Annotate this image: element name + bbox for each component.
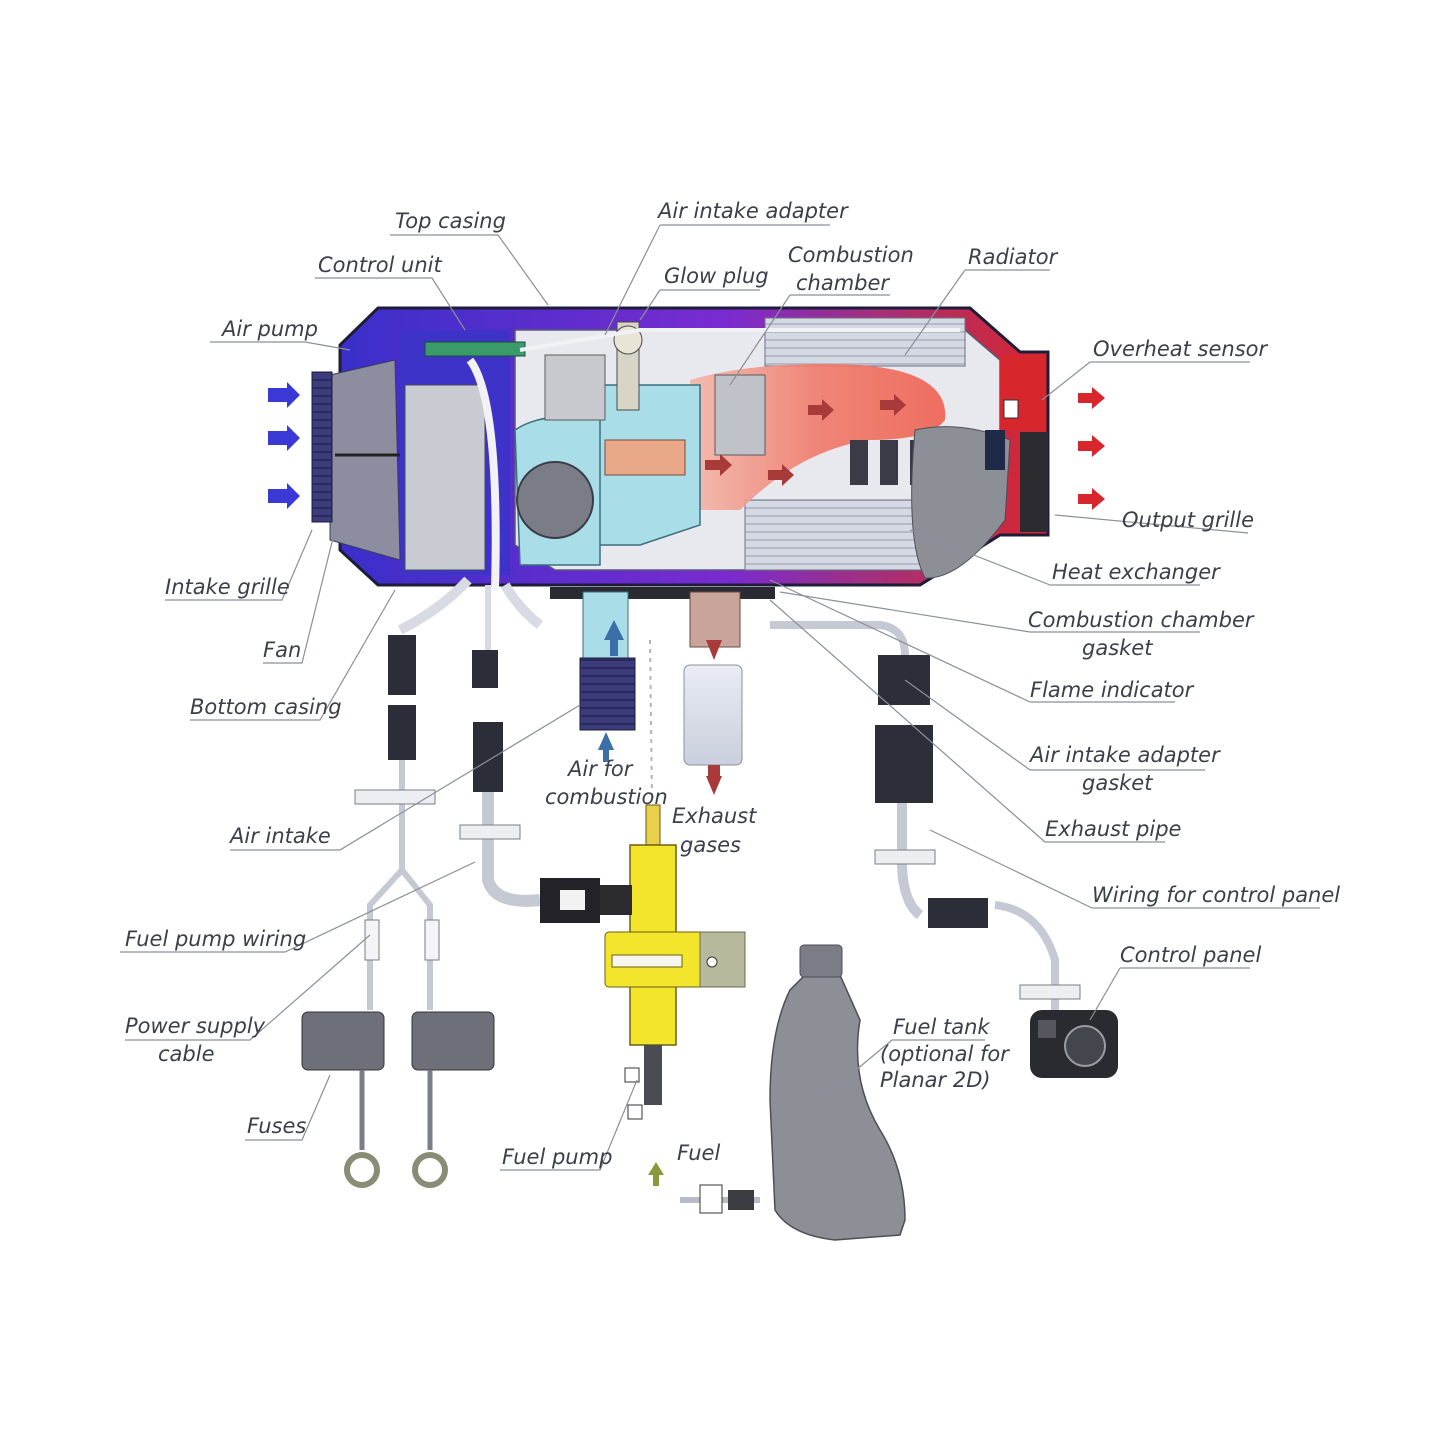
heat-exchanger-insert bbox=[714, 374, 766, 456]
label-air-pump: Air pump bbox=[220, 317, 318, 341]
connector-left-bottom bbox=[388, 705, 416, 760]
label-aia-gasket-1: Air intake adapter bbox=[1028, 743, 1221, 767]
wiring-harness bbox=[301, 576, 544, 1188]
exhaust-bellows bbox=[683, 664, 743, 766]
fuel-line bbox=[649, 639, 653, 801]
air-intake-bellows bbox=[579, 657, 636, 731]
connector-mid-bottom bbox=[473, 722, 503, 792]
ring-terminal-left bbox=[344, 1152, 380, 1188]
overheat-zone bbox=[1000, 355, 1045, 430]
label-flame-indicator: Flame indicator bbox=[1030, 678, 1195, 702]
leader-lines bbox=[120, 224, 1320, 1171]
labels: Top casing Air intake adapter Control un… bbox=[125, 199, 1340, 1169]
label-cc-gasket-2: gasket bbox=[1082, 636, 1153, 660]
right-harness bbox=[770, 621, 1118, 1078]
label-cc-gasket-1: Combustion chamber bbox=[1028, 608, 1255, 632]
connector-mid-top bbox=[472, 650, 498, 688]
radiator-block bbox=[764, 317, 966, 367]
exhaust-pipe-group bbox=[683, 591, 743, 795]
control-unit-block bbox=[404, 384, 486, 571]
label-radiator: Radiator bbox=[968, 245, 1059, 269]
label-fuel-tank-2: (optional for bbox=[880, 1042, 1010, 1066]
output-arrows bbox=[1078, 387, 1105, 510]
control-knob-icon bbox=[1064, 1025, 1106, 1067]
output-arrow-icon bbox=[1078, 488, 1105, 510]
label-air-for-combustion-1: Air for bbox=[566, 757, 634, 781]
fan-blades bbox=[329, 359, 401, 561]
air-intake-adapter-part bbox=[544, 354, 606, 421]
air-pump-rotor bbox=[516, 461, 594, 539]
fuel-pump bbox=[540, 804, 746, 1186]
label-air-intake: Air intake bbox=[228, 824, 331, 848]
intake-arrow-icon bbox=[268, 425, 300, 451]
label-fuel-tank-3: Planar 2D) bbox=[880, 1068, 991, 1092]
label-combustion-chamber-2: chamber bbox=[796, 271, 890, 295]
label-output-grille: Output grille bbox=[1122, 508, 1254, 532]
heater-unit bbox=[311, 306, 1050, 599]
label-power-supply-1: Power supply bbox=[125, 1014, 266, 1038]
label-fuel: Fuel bbox=[677, 1141, 720, 1165]
label-exhaust-gases-1: Exhaust bbox=[672, 804, 757, 828]
connector-panel bbox=[928, 898, 988, 928]
label-control-unit: Control unit bbox=[318, 253, 443, 277]
label-power-supply-2: cable bbox=[158, 1042, 215, 1066]
fuel-tank-cap bbox=[799, 944, 843, 978]
up-arrow-icon bbox=[598, 732, 614, 762]
label-top-casing: Top casing bbox=[395, 209, 506, 233]
combustion-air-pipe bbox=[579, 591, 636, 762]
label-fuel-tank-1: Fuel tank bbox=[893, 1015, 990, 1039]
label-fan: Fan bbox=[263, 638, 301, 662]
label-fuses: Fuses bbox=[247, 1114, 306, 1138]
ring-terminal-right bbox=[412, 1152, 448, 1188]
flame-indicator-part bbox=[985, 430, 1005, 470]
label-fuel-pump-wiring: Fuel pump wiring bbox=[125, 927, 306, 951]
connector-right-bottom bbox=[875, 725, 933, 803]
heat-exchanger-block bbox=[744, 499, 926, 571]
fuel-tank-body bbox=[769, 974, 906, 1241]
control-board bbox=[424, 341, 526, 357]
exchanger-dark-fins bbox=[850, 440, 922, 485]
connector-left-top bbox=[388, 635, 416, 695]
output-arrow-icon bbox=[1078, 435, 1105, 457]
label-air-for-combustion-2: combustion bbox=[545, 785, 668, 809]
fuel-tank bbox=[680, 944, 906, 1241]
label-air-intake-adapter: Air intake adapter bbox=[656, 199, 849, 223]
label-exhaust-gases-2: gases bbox=[680, 833, 741, 857]
label-control-panel: Control panel bbox=[1120, 943, 1261, 967]
intake-arrows bbox=[268, 382, 300, 509]
overheat-sensor bbox=[1003, 399, 1019, 419]
down-arrow-icon bbox=[706, 776, 722, 795]
fuel-arrow-icon bbox=[648, 1162, 664, 1186]
output-arrow-icon bbox=[1078, 387, 1105, 409]
label-overheat-sensor: Overheat sensor bbox=[1093, 337, 1268, 361]
fuse-right bbox=[411, 1011, 495, 1071]
label-bottom-casing: Bottom casing bbox=[190, 695, 342, 719]
output-grille bbox=[1020, 432, 1048, 532]
label-heat-exchanger: Heat exchanger bbox=[1052, 560, 1221, 584]
label-fuel-pump: Fuel pump bbox=[502, 1145, 612, 1169]
intake-grille bbox=[311, 371, 333, 523]
label-exhaust-pipe: Exhaust pipe bbox=[1045, 817, 1181, 841]
label-intake-grille: Intake grille bbox=[165, 575, 290, 599]
label-aia-gasket-2: gasket bbox=[1082, 771, 1153, 795]
internal-flow-arrows bbox=[705, 394, 906, 486]
label-glow-plug: Glow plug bbox=[664, 264, 769, 288]
burner-part bbox=[604, 439, 686, 476]
fuse-left bbox=[301, 1011, 385, 1071]
label-wiring-control-panel: Wiring for control panel bbox=[1092, 883, 1340, 907]
connector-right-top bbox=[878, 655, 930, 705]
label-combustion-chamber-1: Combustion bbox=[788, 243, 914, 267]
intake-arrow-icon bbox=[268, 483, 300, 509]
intake-arrow-icon bbox=[268, 382, 300, 408]
